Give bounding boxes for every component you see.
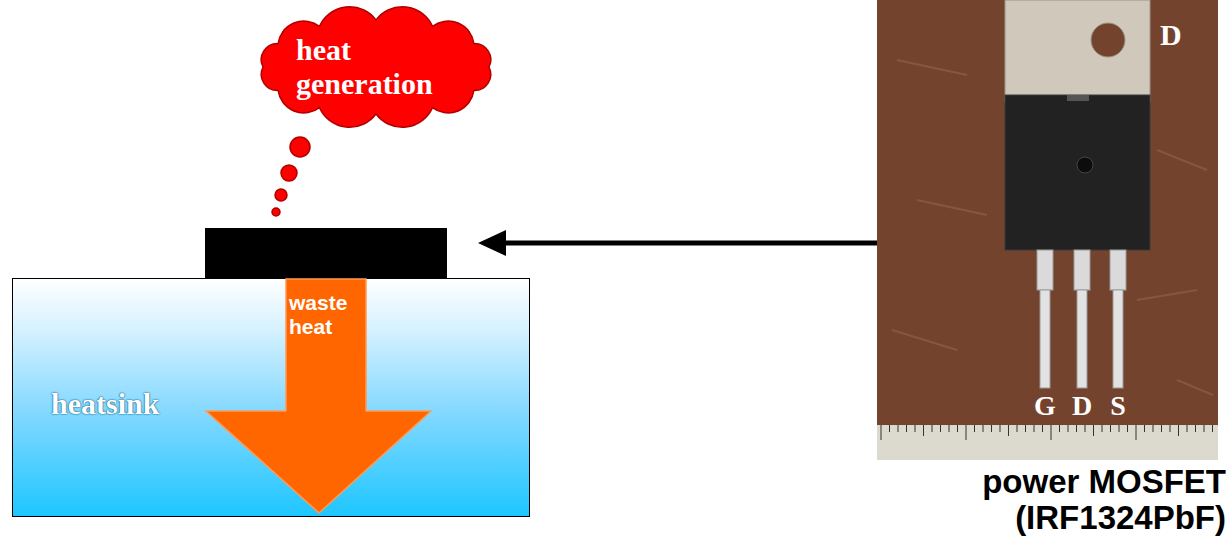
ruler-tick bbox=[932, 425, 933, 432]
ruler-tick bbox=[991, 425, 992, 432]
arrow-shape bbox=[206, 279, 431, 513]
ruler-tick bbox=[1161, 425, 1162, 432]
ruler-tick bbox=[983, 425, 984, 432]
mosfet-photo-shape bbox=[877, 0, 1218, 460]
pin-label: S bbox=[1110, 392, 1126, 420]
ruler-tick bbox=[1000, 425, 1001, 432]
cloud-bubble bbox=[272, 208, 280, 216]
lead-shoulder bbox=[1074, 250, 1090, 290]
ruler-tick bbox=[940, 425, 941, 432]
pointer-arrow-head bbox=[478, 230, 506, 256]
ruler-tick bbox=[1042, 425, 1043, 432]
ruler-tick bbox=[1144, 425, 1145, 432]
pin-label: D bbox=[1072, 392, 1092, 420]
lead bbox=[1040, 290, 1050, 388]
package-body bbox=[1005, 95, 1150, 250]
ruler-tick bbox=[923, 425, 924, 436]
ruler-tick bbox=[1136, 425, 1137, 440]
photo-caption: power MOSFET (IRF1324PbF) bbox=[970, 464, 1226, 537]
waste-heat-arrow-shape bbox=[206, 279, 431, 513]
ruler-tick bbox=[1034, 425, 1035, 432]
lead-shoulder bbox=[1037, 250, 1053, 290]
ruler-tick bbox=[1025, 425, 1026, 432]
ruler-tick bbox=[1076, 425, 1077, 432]
ruler-tick bbox=[1093, 425, 1094, 436]
board-grain bbox=[897, 60, 967, 75]
pin-label: G bbox=[1034, 392, 1056, 420]
ruler-tick bbox=[1008, 425, 1009, 436]
cloud-bubble bbox=[281, 165, 297, 181]
ruler-tick bbox=[889, 425, 890, 432]
metal-tab bbox=[1005, 0, 1150, 102]
cloud-bubble bbox=[275, 189, 287, 201]
ruler bbox=[877, 425, 1218, 460]
lead-shoulder bbox=[1110, 250, 1126, 290]
heatsink-label: heatsink bbox=[51, 387, 159, 420]
ruler-tick bbox=[1085, 425, 1086, 432]
ruler-tick bbox=[1068, 425, 1069, 432]
ruler-tick bbox=[1153, 425, 1154, 432]
ruler-tick bbox=[1170, 425, 1171, 432]
board-grain bbox=[892, 330, 957, 350]
ruler-tick bbox=[906, 425, 907, 432]
ruler-tick bbox=[1059, 425, 1060, 432]
board-grain bbox=[1177, 380, 1213, 395]
board-grain bbox=[1157, 150, 1207, 170]
ruler-tick bbox=[1127, 425, 1128, 432]
mounting-hole bbox=[1091, 23, 1125, 57]
waste-heat-arrow: waste heat bbox=[206, 279, 431, 513]
package-dimple bbox=[1077, 157, 1093, 173]
cloud-label: heat generation bbox=[296, 33, 456, 102]
ruler-tick bbox=[1204, 425, 1205, 432]
lead bbox=[1077, 290, 1087, 388]
ruler-tick bbox=[1051, 425, 1052, 440]
board-grain bbox=[917, 200, 987, 215]
package-notch bbox=[1067, 95, 1089, 101]
ruler-tick bbox=[1178, 425, 1179, 436]
ruler-tick bbox=[957, 425, 958, 432]
ruler-tick bbox=[1119, 425, 1120, 432]
heat-cloud: heat generation bbox=[245, 2, 507, 132]
ruler-tick bbox=[1102, 425, 1103, 432]
cloud-bubble bbox=[290, 137, 310, 157]
ruler-tick bbox=[1212, 425, 1213, 432]
mosfet-side-view bbox=[205, 228, 447, 278]
ruler-tick bbox=[966, 425, 967, 440]
pin-label: D bbox=[1160, 20, 1182, 50]
cloud-outline bbox=[261, 7, 490, 127]
board-grain bbox=[1137, 290, 1197, 300]
pointer-arrow-shaft bbox=[500, 241, 940, 246]
ruler-tick bbox=[974, 425, 975, 432]
ruler-tick bbox=[1195, 425, 1196, 432]
heatsink-block: waste heat heatsink bbox=[12, 278, 530, 517]
lead bbox=[1113, 290, 1123, 388]
photo-background bbox=[877, 0, 1218, 460]
mosfet-photo: DGDSpower MOSFET (IRF1324PbF) bbox=[877, 0, 1218, 460]
ruler-tick bbox=[881, 425, 882, 440]
ruler-tick bbox=[915, 425, 916, 432]
ruler-tick bbox=[949, 425, 950, 432]
arrow-label: waste heat bbox=[289, 291, 365, 339]
ruler-tick bbox=[1110, 425, 1111, 432]
ruler-tick bbox=[898, 425, 899, 432]
ruler-tick bbox=[1017, 425, 1018, 432]
ruler-tick bbox=[1187, 425, 1188, 432]
